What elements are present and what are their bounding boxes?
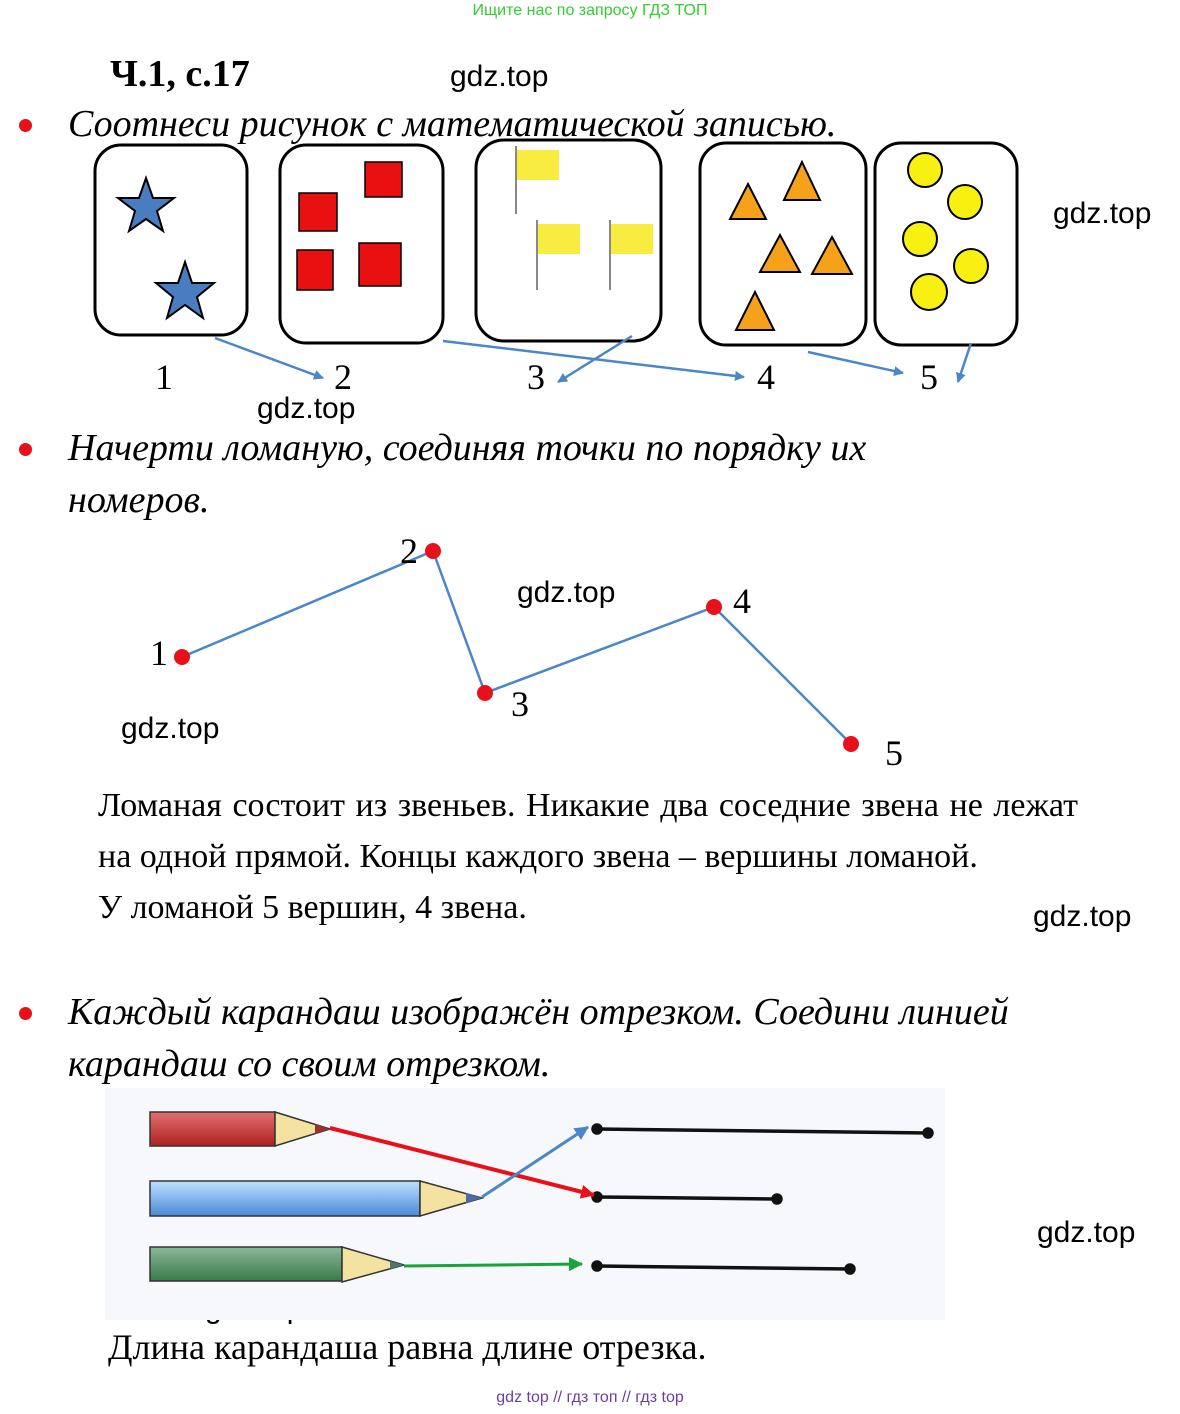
bullet-icon (19, 443, 32, 456)
green-arrow (403, 1257, 583, 1272)
box-flags (474, 138, 663, 343)
segments (591, 1123, 934, 1275)
circle-icon (907, 152, 943, 188)
point-label: 1 (150, 633, 168, 673)
vertex-point (843, 736, 859, 752)
vertex-point (174, 649, 190, 665)
point-label: 4 (733, 581, 751, 621)
point-label: 2 (400, 531, 418, 571)
pencil-red (149, 1110, 333, 1148)
watermark: gdz.top (121, 712, 220, 745)
answer-summary: У ломаной 5 вершин, 4 звена. (98, 889, 527, 926)
point-label: 5 (885, 733, 903, 773)
task2-line2: номеров. (68, 479, 210, 521)
footer-links[interactable]: gdz top // гдз топ // гдз top (496, 1389, 684, 1406)
triangle-icon (758, 232, 802, 273)
task2-answer: Ломаная состоит из звеньев. Никакие два … (98, 780, 1078, 933)
flag-icon (517, 150, 559, 180)
answer-paragraph: Ломаная состоит из звеньев. Никакие два … (98, 787, 1078, 875)
star-icon (115, 174, 177, 234)
square-icon (364, 161, 403, 198)
circle-icon (902, 221, 938, 257)
triangle-icon (728, 181, 768, 220)
pencil-blue (149, 1180, 485, 1217)
vertex-point (477, 685, 493, 701)
task3-line2: карандаш со своим отрезком. (68, 1043, 551, 1085)
star-icon (153, 258, 217, 321)
box-circles (873, 141, 1019, 347)
box-number: 2 (334, 357, 352, 397)
bullet-icon (19, 1007, 32, 1020)
task3-line1: Каждый карандаш изображён отрезком. Соед… (68, 991, 1009, 1033)
watermark: gdz.top (450, 60, 549, 93)
box-number: 3 (527, 357, 545, 397)
red-arrow (329, 1126, 595, 1199)
task3-answer: Длина карандаша равна длине отрезка. (108, 1327, 707, 1367)
flag-icon (611, 224, 653, 254)
task1-text: Соотнеси рисунок с математической запись… (68, 103, 837, 145)
watermark: gdz.top (517, 576, 616, 609)
page-title: Ч.1, с.17 (110, 53, 250, 95)
box-triangles (698, 141, 868, 347)
vertex-point (706, 599, 722, 615)
box-squares (278, 143, 445, 345)
watermark: gdz.top (1037, 1216, 1136, 1249)
box-number: 4 (757, 357, 775, 397)
circle-icon (953, 248, 989, 284)
bullet-icon (19, 119, 32, 132)
task2-line1: Начерти ломаную, соединяя точки по поряд… (68, 427, 867, 469)
vertex-point (425, 543, 441, 559)
box-stars (93, 143, 249, 337)
pencil-green (149, 1246, 407, 1283)
box-number: 1 (155, 357, 173, 397)
watermark: gdz.top (1053, 197, 1152, 230)
watermark: gdz.top (1033, 900, 1132, 933)
square-icon (296, 249, 334, 291)
triangle-icon (810, 234, 854, 275)
square-icon (298, 192, 338, 232)
flag-icon (538, 224, 580, 254)
broken-line: 1 2 3 4 5 (150, 531, 903, 773)
match-arrows (214, 334, 973, 384)
task3-text: Каждый карандаш изображён отрезком. Соед… (68, 986, 1098, 1090)
triangle-icon (734, 289, 776, 331)
search-hint: Ищите нас по запросу ГДЗ ТОП (472, 2, 708, 19)
watermark: gdz.top (257, 392, 356, 425)
square-icon (358, 242, 402, 287)
circle-icon (910, 273, 948, 311)
box-number: 5 (920, 357, 938, 397)
blue-arrow (481, 1125, 589, 1199)
task2-text: Начерти ломаную, соединяя точки по поряд… (68, 422, 1098, 526)
triangle-icon (782, 159, 822, 201)
circle-icon (947, 184, 983, 220)
point-label: 3 (511, 684, 529, 724)
